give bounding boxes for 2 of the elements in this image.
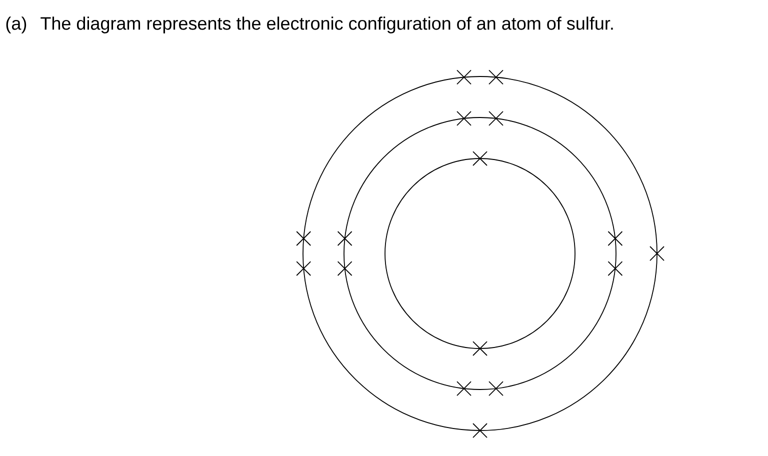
question-text: The diagram represents the electronic configuration of an atom of sulfur. xyxy=(40,16,613,34)
question-label: (a) xyxy=(6,16,26,34)
